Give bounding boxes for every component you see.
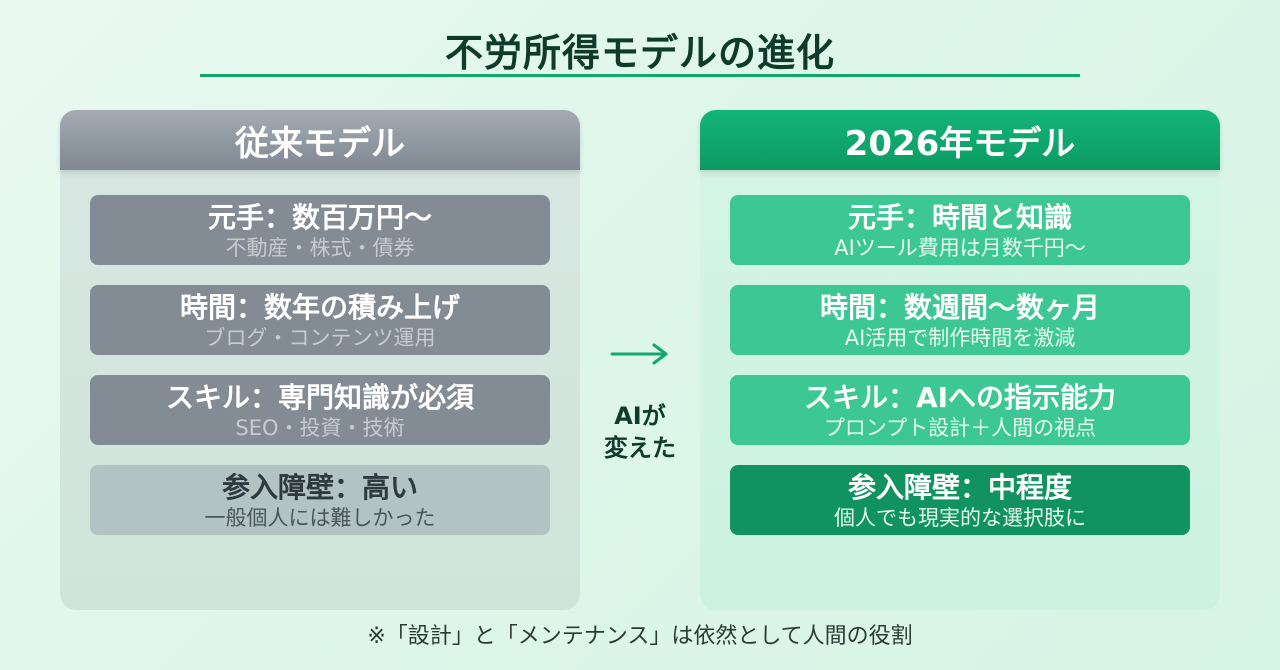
model-2026-card-barrier: 参入障壁：中程度 個人でも現実的な選択肢に <box>730 465 1190 535</box>
model-2026-card-time: 時間：数週間〜数ヶ月 AI活用で制作時間を激減 <box>730 285 1190 355</box>
card-sub-text: ブログ・コンテンツ運用 <box>204 326 436 350</box>
card-sub-text: 不動産・株式・債券 <box>225 236 415 260</box>
title-underline <box>200 74 1080 77</box>
model-2026-card-capital: 元手：時間と知識 AIツール費用は月数千円〜 <box>730 195 1190 265</box>
card-sub-text: プロンプト設計＋人間の視点 <box>823 416 1097 440</box>
arrow-label-line1: AIが <box>614 402 666 430</box>
arrow-label: AIが 変えた <box>580 400 700 464</box>
model-2026-card-skill: スキル：AIへの指示能力 プロンプト設計＋人間の視点 <box>730 375 1190 445</box>
card-main-text: 元手：数百万円〜 <box>207 201 432 234</box>
card-sub-text: AIツール費用は月数千円〜 <box>834 236 1086 260</box>
traditional-card-skill: スキル：専門知識が必須 SEO・投資・技術 <box>90 375 550 445</box>
card-sub-text: 一般個人には難しかった <box>204 506 436 530</box>
model-2026-panel: 2026年モデル 元手：時間と知識 AIツール費用は月数千円〜 時間：数週間〜数… <box>700 110 1220 610</box>
traditional-card-barrier: 参入障壁：高い 一般個人には難しかった <box>90 465 550 535</box>
traditional-model-header: 従来モデル <box>60 110 580 170</box>
card-main-text: 時間：数週間〜数ヶ月 <box>819 291 1100 324</box>
card-main-text: スキル：AIへの指示能力 <box>803 381 1117 414</box>
footnote: ※「設計」と「メンテナンス」は依然として人間の役割 <box>367 624 913 649</box>
traditional-card-time: 時間：数年の積み上げ ブログ・コンテンツ運用 <box>90 285 550 355</box>
card-main-text: 参入障壁：高い <box>221 471 418 504</box>
model-2026-header: 2026年モデル <box>700 110 1220 170</box>
traditional-card-capital: 元手：数百万円〜 不動産・株式・債券 <box>90 195 550 265</box>
page-title: 不労所得モデルの進化 <box>444 31 835 75</box>
card-sub-text: SEO・投資・技術 <box>235 416 405 440</box>
traditional-model-panel: 従来モデル 元手：数百万円〜 不動産・株式・債券 時間：数年の積み上げ ブログ・… <box>60 110 580 610</box>
card-main-text: スキル：専門知識が必須 <box>165 381 474 414</box>
card-sub-text: AI活用で制作時間を激減 <box>844 326 1076 350</box>
right-arrow-icon <box>610 343 668 365</box>
card-main-text: 元手：時間と知識 <box>847 201 1072 234</box>
card-sub-text: 個人でも現実的な選択肢に <box>834 506 1086 530</box>
arrow-label-line2: 変えた <box>604 434 676 462</box>
card-main-text: 時間：数年の積み上げ <box>179 291 460 324</box>
card-main-text: 参入障壁：中程度 <box>847 471 1072 504</box>
